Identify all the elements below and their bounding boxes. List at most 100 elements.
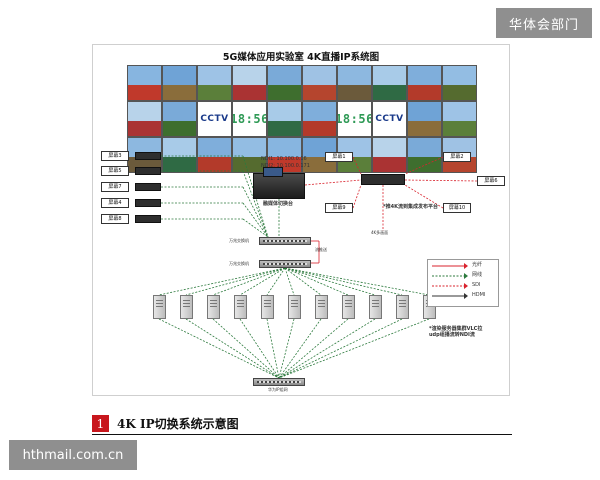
wall-tile-cctv-logo: CCTV [197, 101, 232, 137]
screen-left-5: 屏幕8 [101, 214, 129, 224]
ethernet-link [278, 318, 295, 379]
core-switch-1 [259, 237, 311, 245]
legend-label: 网线 [472, 272, 483, 278]
ethernet-link [284, 267, 376, 296]
wall-tile-image [267, 101, 302, 137]
ethernet-link [284, 267, 430, 296]
wall-tile-image [127, 101, 162, 137]
sdi-link [404, 179, 478, 182]
distribution-label: 4K多画面 [371, 230, 389, 235]
ethernet-link [242, 202, 269, 238]
render-server [369, 295, 382, 319]
wall-tile-image [127, 65, 162, 101]
screen-left-1: 屏幕3 [101, 151, 129, 161]
ethernet-link [185, 267, 286, 296]
ethernet-link [212, 318, 280, 379]
screen-left-2: 屏幕5 [101, 166, 129, 176]
ethernet-link [266, 267, 286, 296]
decoder-device [135, 199, 161, 207]
render-server [396, 295, 409, 319]
note-render-servers: *渲染服务器集群VLC拉udp组播流转NDI流 [429, 326, 483, 338]
core-switch-1-label: 万兆交换机 [229, 238, 249, 243]
ndi-info-1: NDI1: 10.100.0.16 [261, 156, 307, 162]
ethernet-link [278, 318, 322, 379]
decoder-device [135, 152, 161, 160]
ethernet-link [158, 318, 280, 379]
decoder-device [135, 167, 161, 175]
legend-swatch [432, 283, 468, 289]
wall-tile-image [337, 65, 372, 101]
ethernet-link [242, 218, 269, 238]
wall-tile-image [372, 65, 407, 101]
ethernet-link [284, 267, 322, 296]
ethernet-link [278, 318, 430, 379]
sdi-link [404, 184, 444, 209]
render-server [315, 295, 328, 319]
uplink-label: 流推送 [315, 247, 327, 252]
ethernet-link [239, 318, 280, 379]
wall-tile-image [407, 101, 442, 137]
diagram-lines [158, 155, 478, 379]
sdi-link [352, 184, 362, 209]
legend-label: 光纤 [472, 262, 483, 268]
wall-tile-image [302, 65, 337, 101]
core-switch-2 [259, 260, 311, 268]
caption-number: 1 [92, 415, 109, 432]
sdi-link [304, 179, 362, 186]
wall-tile-cctv-logo: CCTV [372, 101, 407, 137]
screen-right-1: 屏幕1 [325, 152, 353, 162]
render-server [153, 295, 166, 319]
legend-label: SDI [472, 282, 481, 288]
wall-tile-image [232, 137, 267, 173]
ethernet-link [266, 318, 280, 379]
wall-tile-image [302, 101, 337, 137]
render-server [180, 295, 193, 319]
wall-tile-image [197, 65, 232, 101]
ethernet-link [278, 318, 403, 379]
decoder-device [135, 215, 161, 223]
ethernet-link [278, 318, 349, 379]
render-server [342, 295, 355, 319]
wall-tile-clock: 18:56 [232, 101, 267, 137]
watermark-bottom-left: hthmail.com.cn [9, 440, 137, 470]
figure-caption: 1 4K IP切换系统示意图 [92, 413, 512, 435]
wall-tile-image [267, 65, 302, 101]
ethernet-link [158, 267, 286, 296]
screen-right-2: 屏幕2 [443, 152, 471, 162]
screen-right-10: 屏幕10 [443, 203, 471, 213]
screen-right-9: 屏幕9 [325, 203, 353, 213]
ndi-info-2: NDI2: 10.100.0.171 [261, 163, 310, 169]
screen-right-6: 屏幕6 [477, 176, 505, 186]
bottom-switch [253, 378, 305, 386]
render-server [261, 295, 274, 319]
ethernet-link [278, 318, 376, 379]
wall-tile-clock: 18:56 [337, 101, 372, 137]
wall-tile-image [232, 65, 267, 101]
screen-left-3: 屏幕7 [101, 182, 129, 192]
legend-swatch [432, 273, 468, 279]
ethernet-link [284, 267, 403, 296]
wall-tile-image [372, 137, 407, 173]
screen-left-4: 屏幕4 [101, 198, 129, 208]
sdi-link [404, 156, 444, 175]
wall-tile-image [442, 101, 477, 137]
wall-tile-image [162, 137, 197, 173]
caption-text: 4K IP切换系统示意图 [117, 417, 239, 431]
wall-tile-image [407, 65, 442, 101]
render-server [207, 295, 220, 319]
ethernet-link [212, 267, 286, 296]
wall-tile-image [162, 65, 197, 101]
ethernet-link [242, 186, 269, 238]
ethernet-link [242, 170, 269, 238]
diagram-title: 5G媒体应用实验室 4K直播IP系统图 [222, 52, 380, 63]
media-switcher-label: 融媒体切换台 [263, 201, 294, 207]
wall-tile-image [407, 137, 442, 173]
decoder-device [135, 183, 161, 191]
bottom-switch-label: 华为IP组网 [268, 387, 288, 392]
distribution-unit [361, 174, 405, 185]
sdi-link [352, 156, 362, 175]
render-server [234, 295, 247, 319]
